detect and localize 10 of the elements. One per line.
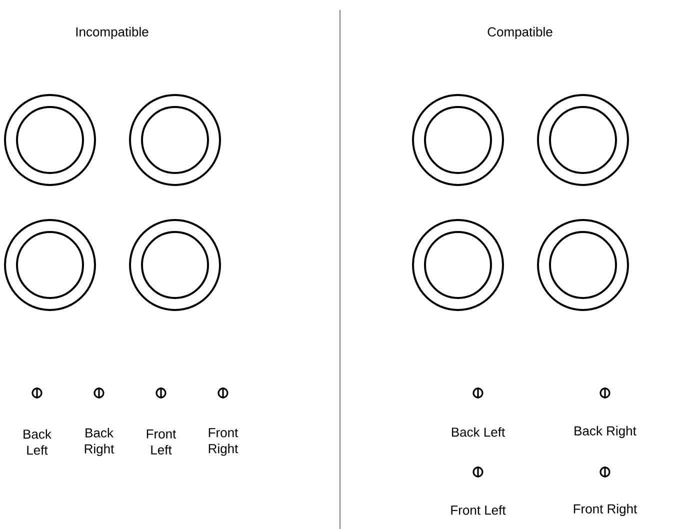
panel-title: Incompatible (76, 26, 148, 40)
knob-label: Front Left (146, 429, 176, 455)
knob-label: Back Left (24, 429, 52, 455)
knob-label: Front Left (451, 505, 506, 515)
knob-label: Back Right (84, 428, 114, 456)
knob-label: Front Right (208, 428, 238, 456)
knob-label: Front Right (574, 504, 638, 516)
panel-title: Compatible (488, 26, 552, 40)
knob-label: Back Left (452, 427, 505, 437)
knob-label: Back Right (574, 426, 636, 438)
